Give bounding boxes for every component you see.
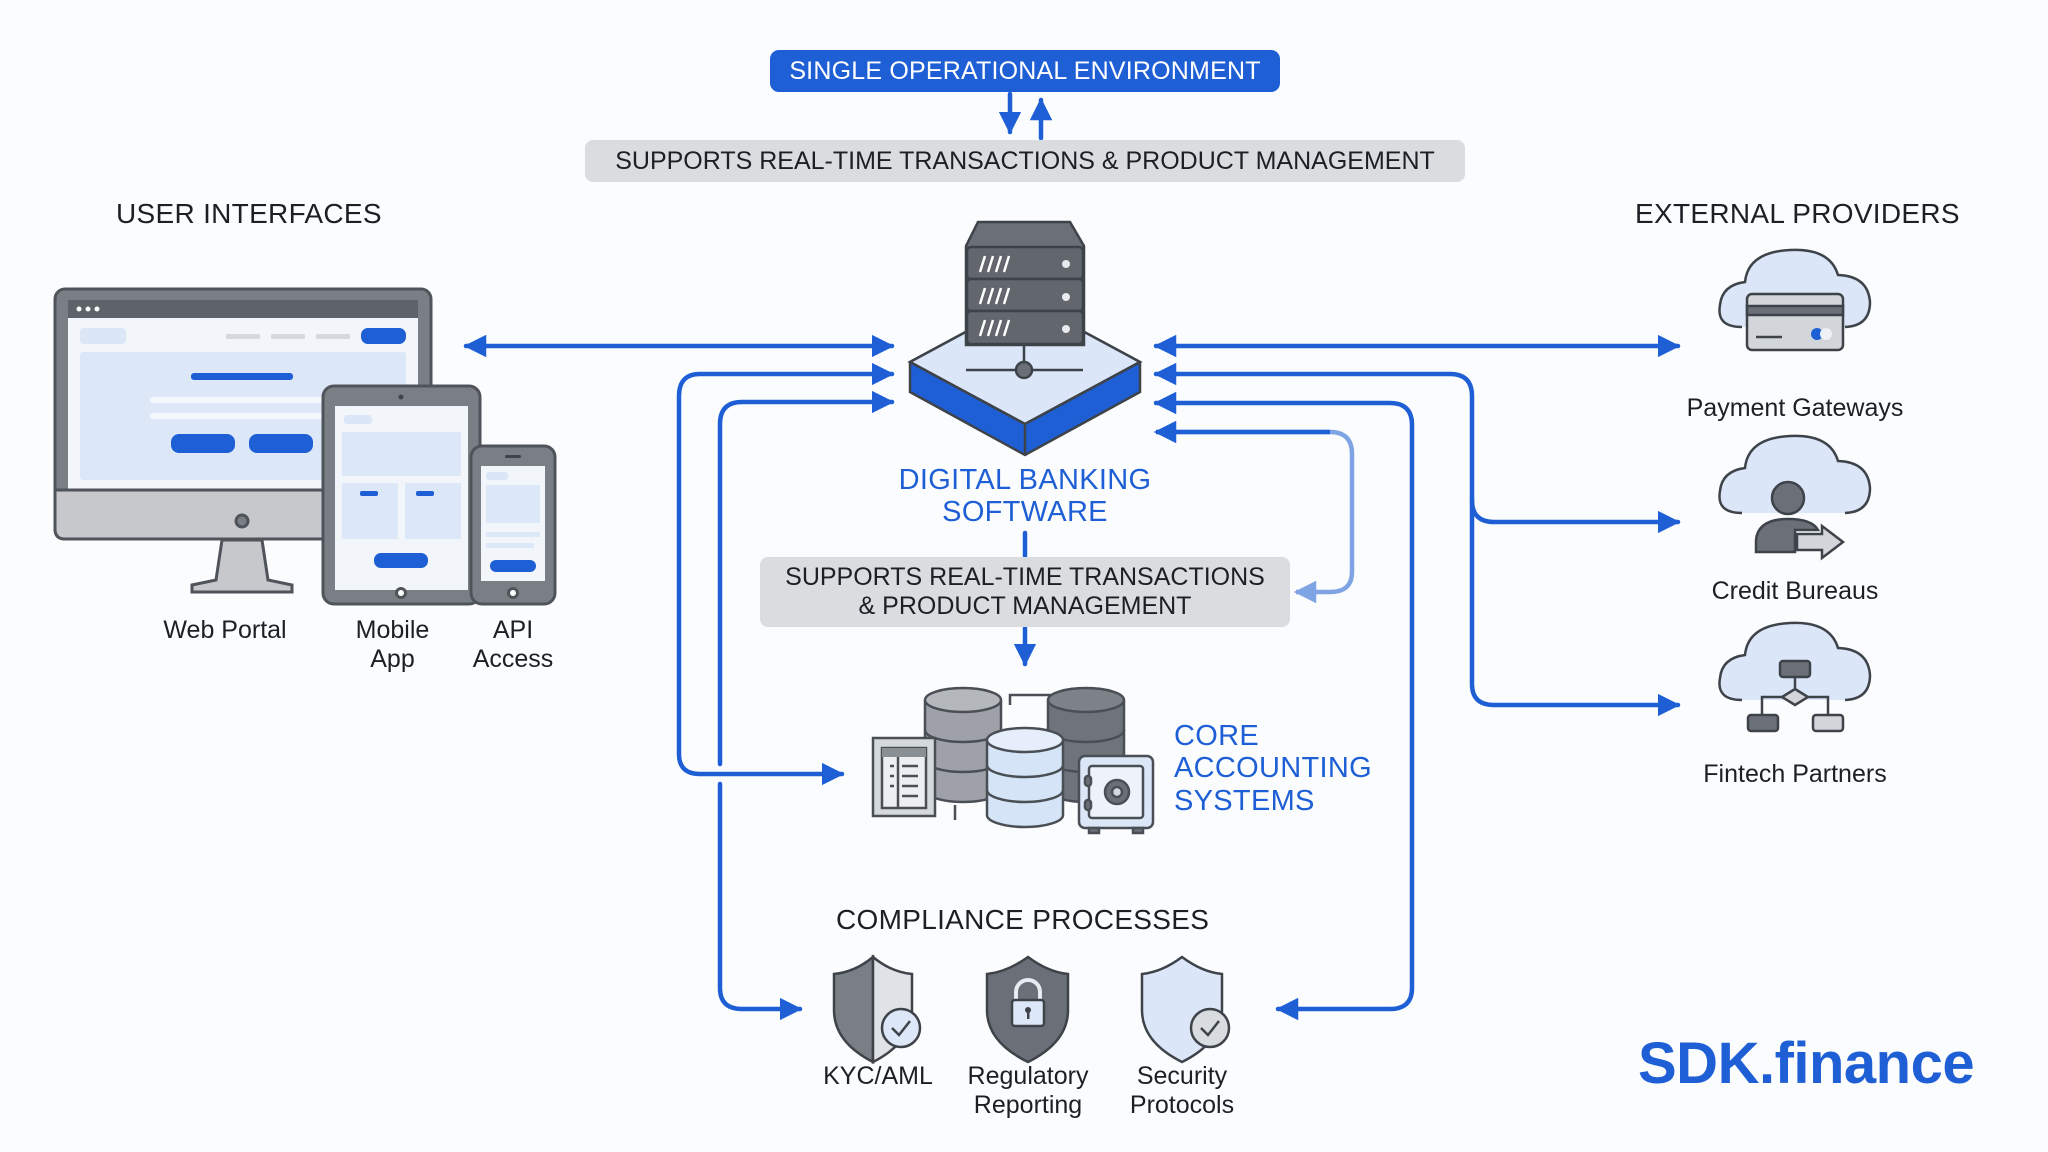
- arrow-server-core: [676, 362, 895, 786]
- shield-kyc-icon: [832, 954, 922, 1065]
- regulatory-line2: Reporting: [973, 1090, 1083, 1119]
- arrow-return-support: [1156, 429, 1355, 604]
- cloud-card-icon: [1718, 248, 1872, 352]
- external-providers-heading: EXTERNAL PROVIDERS: [1635, 198, 1960, 229]
- sdk-finance-logo: SDK.finance: [1638, 1031, 1975, 1096]
- payment-gateways-label: Payment Gateways: [1686, 394, 1904, 422]
- security-line2: Protocols: [1129, 1090, 1235, 1119]
- middle-support-line1: SUPPORTS REAL-TIME TRANSACTIONS: [785, 563, 1265, 592]
- tablet-icon: [321, 384, 482, 606]
- database-icon: [985, 726, 1065, 829]
- safe-icon: [1077, 754, 1155, 835]
- single-environment-label: SINGLE OPERATIONAL ENVIRONMENT: [789, 56, 1261, 85]
- core-title-line1: CORE: [1174, 720, 1259, 752]
- top-support-label: SUPPORTS REAL-TIME TRANSACTIONS & PRODUC…: [615, 146, 1435, 175]
- security-protocols-label: Security Protocols: [1112, 1062, 1252, 1120]
- middle-support-line2: & PRODUCT MANAGEMENT: [858, 592, 1192, 620]
- arrow-to-credit-bureaus: [1469, 497, 1681, 534]
- digital-banking-title-line2: SOFTWARE: [942, 496, 1108, 529]
- phone-icon: [469, 444, 557, 606]
- digital-banking-title-line1: DIGITAL BANKING: [898, 464, 1152, 496]
- digital-banking-title: DIGITAL BANKING SOFTWARE: [860, 464, 1190, 529]
- cloud-flow-icon: [1718, 621, 1872, 733]
- fintech-partners-label: Fintech Partners: [1703, 760, 1887, 788]
- arrow-server-providers: [1153, 362, 1681, 717]
- kyc-aml-line1: KYC/AML: [823, 1062, 933, 1090]
- cloud-user-icon: [1718, 434, 1872, 561]
- mobile-app-label: Mobile App: [355, 616, 430, 673]
- core-title-line2: ACCOUNTING: [1174, 752, 1372, 785]
- api-access-label: API Access: [472, 616, 554, 673]
- single-environment-badge: SINGLE OPERATIONAL ENVIRONMENT: [770, 50, 1280, 92]
- user-interfaces-heading: USER INTERFACES: [116, 198, 382, 229]
- credit-bureaus-label: Credit Bureaus: [1711, 577, 1879, 605]
- middle-support-box: SUPPORTS REAL-TIME TRANSACTIONS & PRODUC…: [760, 557, 1290, 627]
- top-support-box: SUPPORTS REAL-TIME TRANSACTIONS & PRODUC…: [585, 140, 1465, 182]
- core-title-line3: SYSTEMS: [1174, 784, 1315, 817]
- regulatory-line1: Regulatory: [967, 1062, 1089, 1090]
- database-cluster-icon: [871, 686, 1155, 835]
- web-portal-label: Web Portal: [163, 616, 287, 644]
- regulatory-reporting-label: Regulatory Reporting: [958, 1062, 1098, 1120]
- security-line1: Security: [1136, 1062, 1228, 1090]
- ledger-icon: [871, 736, 937, 818]
- arrow-server-compliance-right: [1153, 391, 1415, 1021]
- shield-lock-icon: [985, 955, 1070, 1064]
- core-accounting-title: CORE ACCOUNTING SYSTEMS: [1174, 720, 1372, 817]
- shield-check-icon: [1140, 955, 1231, 1064]
- server-icon: [907, 220, 1143, 457]
- compliance-heading: COMPLIANCE PROCESSES: [836, 904, 1210, 935]
- arrow-server-compliance-left: [717, 390, 895, 767]
- kyc-aml-label: KYC/AML: [808, 1062, 948, 1091]
